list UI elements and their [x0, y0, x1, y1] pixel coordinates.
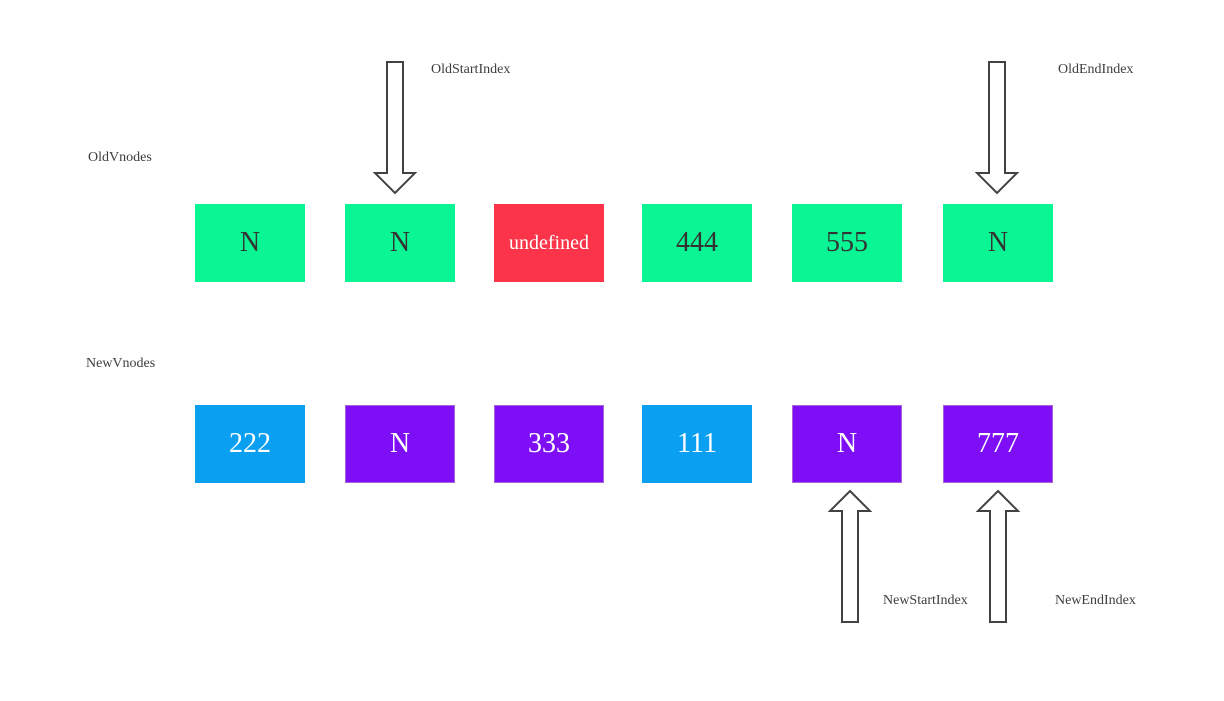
old-vnode-3: undefined: [494, 204, 604, 282]
new-vnode-1: 222: [195, 405, 305, 483]
new-end-index-label: NewEndIndex: [1055, 593, 1136, 608]
old-vnode-6: N: [943, 204, 1053, 282]
arrow-up-icon: [828, 489, 872, 623]
arrow-up-icon: [976, 489, 1020, 623]
new-start-index-label: NewStartIndex: [883, 593, 968, 608]
old-vnode-1: N: [195, 204, 305, 282]
new-vnode-3: 333: [494, 405, 604, 483]
old-vnode-2: N: [345, 204, 455, 282]
new-vnodes-row-label: NewVnodes: [86, 356, 156, 371]
old-end-index-label: OldEndIndex: [1058, 62, 1134, 77]
old-vnode-5: 555: [792, 204, 902, 282]
new-vnode-4: 111: [642, 405, 752, 483]
new-vnode-6: 777: [943, 405, 1053, 483]
old-start-index-label: OldStartIndex: [431, 62, 511, 77]
old-vnode-4: 444: [642, 204, 752, 282]
new-vnode-5: N: [792, 405, 902, 483]
old-vnodes-row-label: OldVnodes: [88, 150, 152, 165]
new-vnode-2: N: [345, 405, 455, 483]
arrow-down-icon: [373, 61, 417, 195]
arrow-down-icon: [975, 61, 1019, 195]
